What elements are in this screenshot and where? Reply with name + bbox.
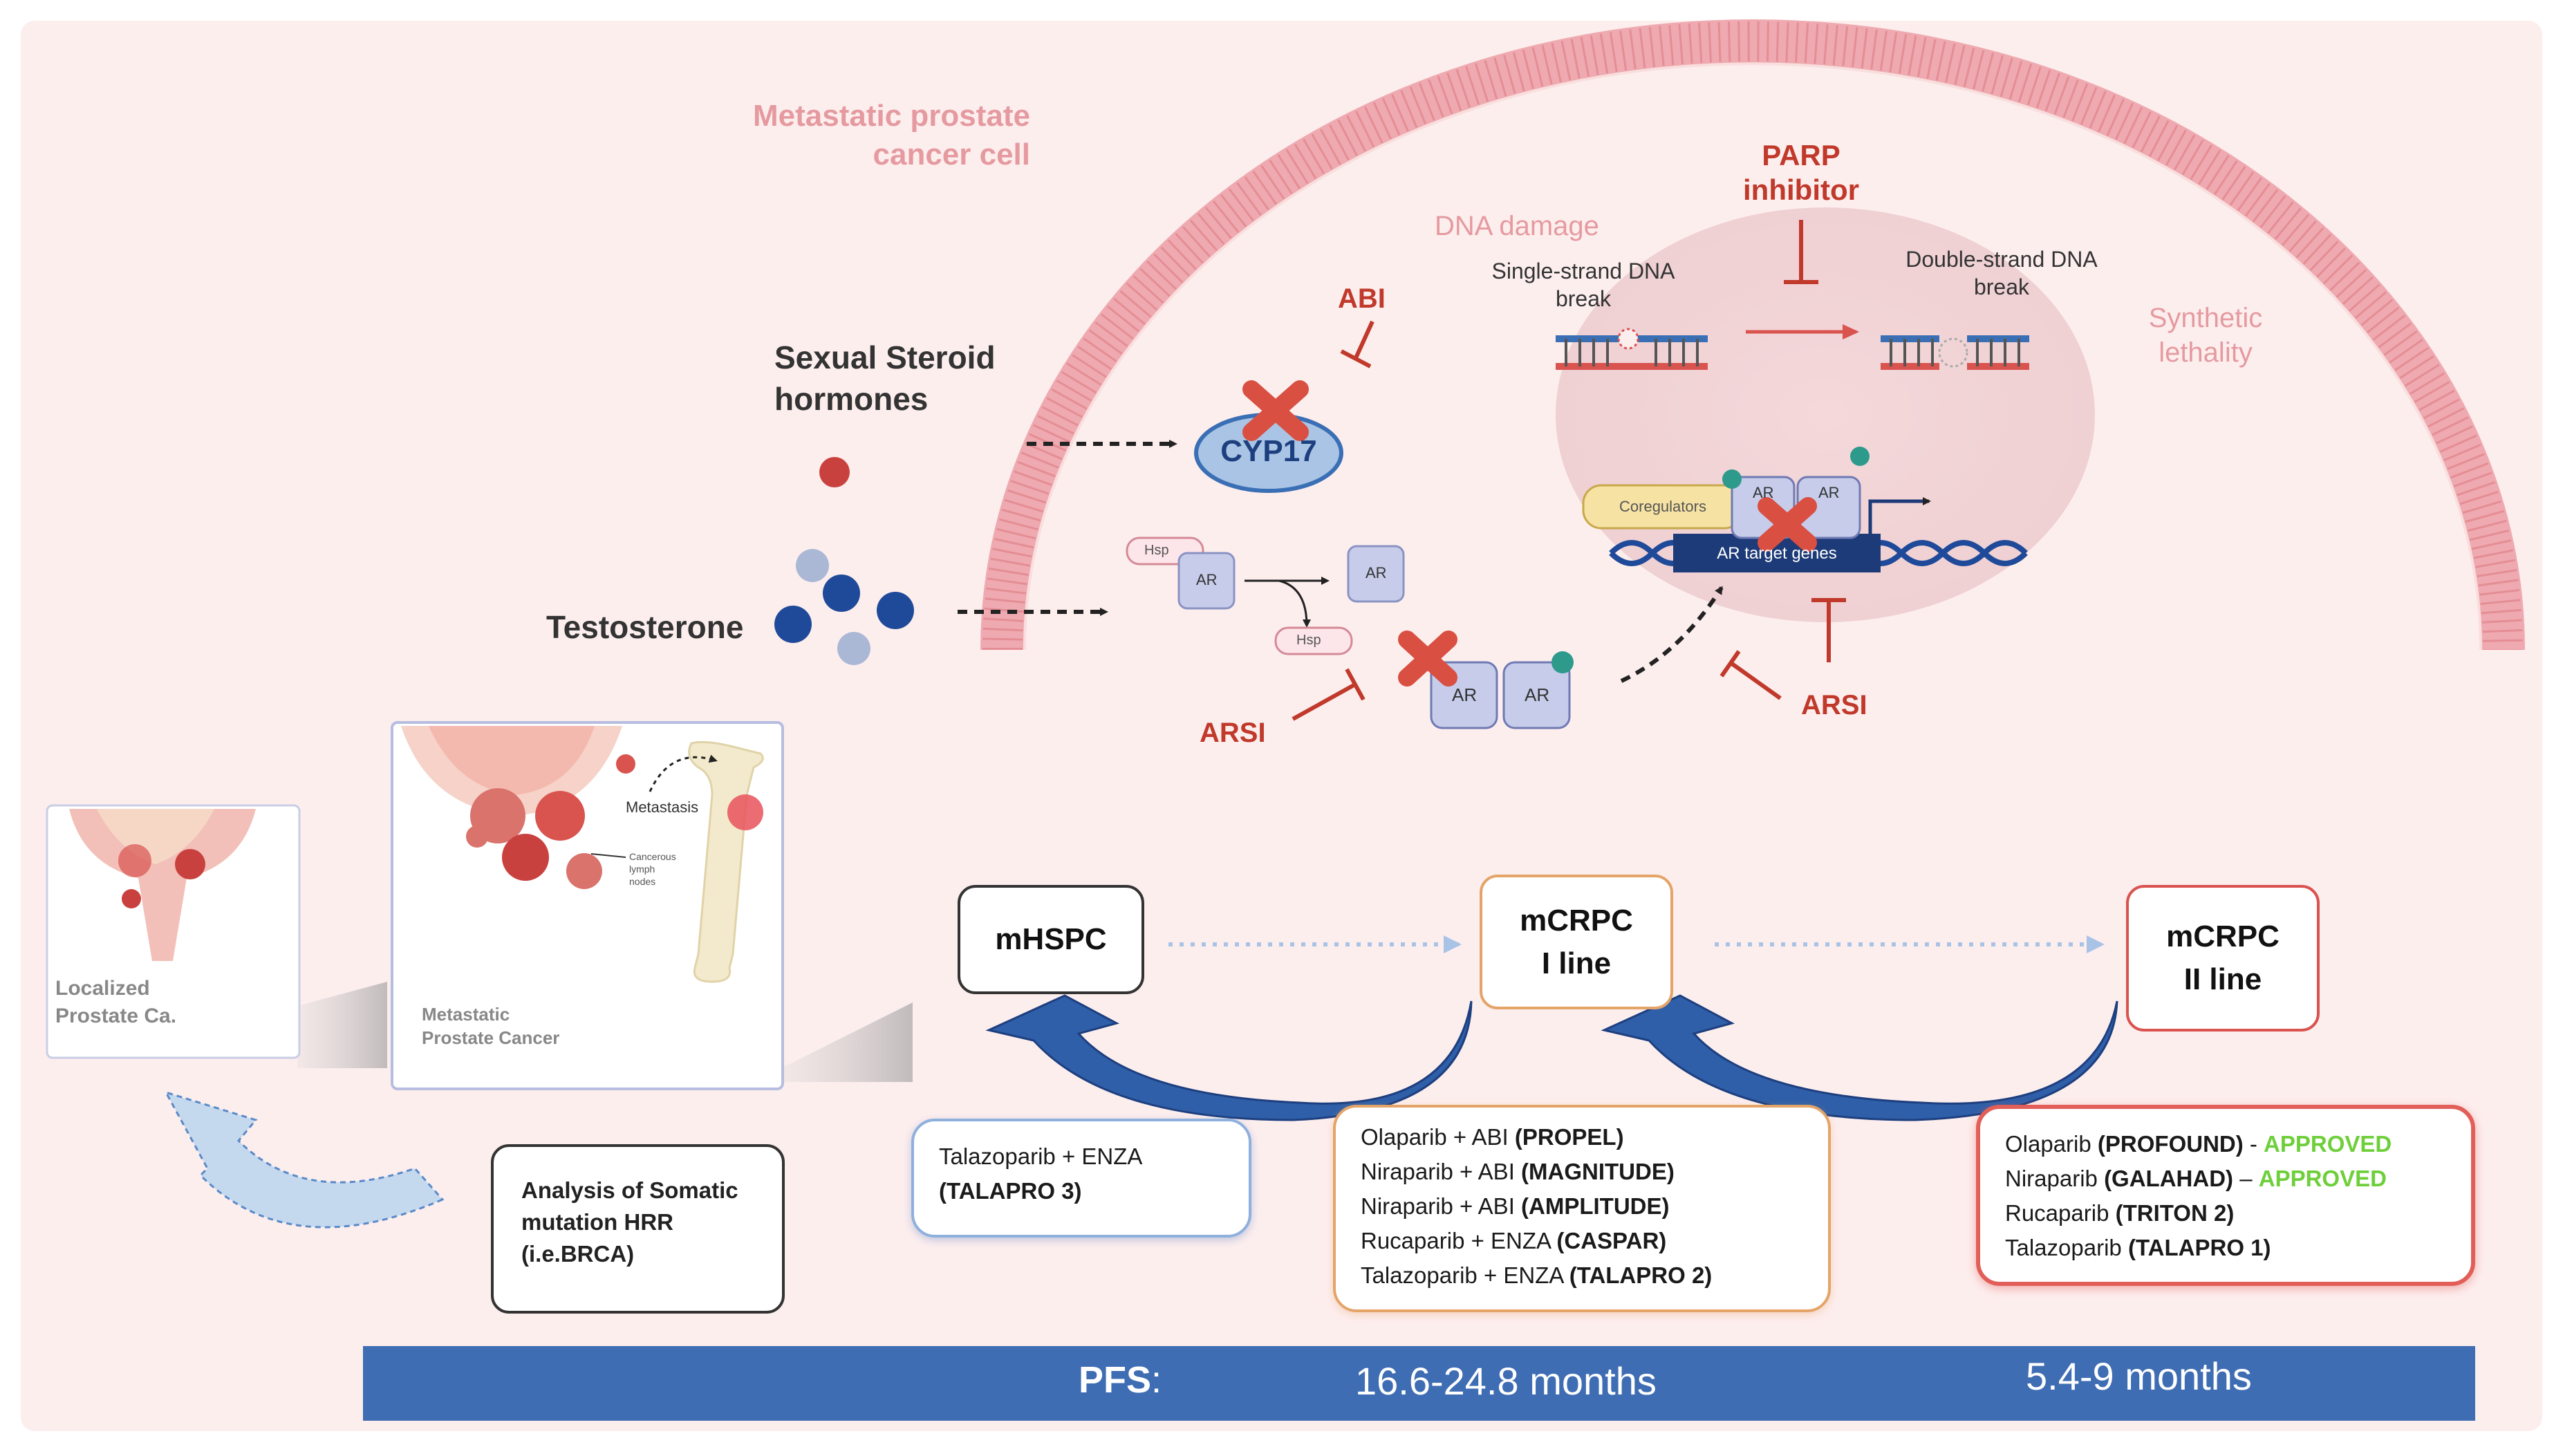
localized-prostate-panel <box>46 804 301 1059</box>
arsi-right-inhibition-bar <box>1719 598 1846 700</box>
sexual-steroid-label: Sexual Steroid hormones <box>774 339 996 417</box>
localized-shadow <box>297 982 387 1068</box>
testosterone-label: Testosterone <box>546 609 744 645</box>
second-line-trials-box: Olaparib (PROFOUND) - APPROVED Niraparib… <box>1976 1105 2475 1286</box>
ar-label-6: AR <box>1818 484 1840 501</box>
approved-badge: APPROVED <box>2264 1131 2392 1157</box>
ssb-dna-icon <box>1556 328 1708 370</box>
trial-row-magnitude: Niraparib + ABI (MAGNITUDE) <box>1361 1159 1675 1184</box>
first-line-trials-box: Olaparib + ABI (PROPEL) Niraparib + ABI … <box>1333 1105 1831 1312</box>
parp-inhibitor-label: PARP inhibitor <box>1743 139 1859 206</box>
pfs-second-line-value: 5.4-9 months <box>2026 1354 2252 1398</box>
mhspc-stage-box: mHSPC <box>958 885 1144 994</box>
synthetic-lethality-label: Synthetic lethality <box>2148 303 2263 368</box>
dna-damage-label: DNA damage <box>1435 211 1599 241</box>
metastatic-shadow <box>781 1002 913 1082</box>
approved-badge: APPROVED <box>2258 1166 2387 1191</box>
trial-row-caspar: Rucaparib + ENZA (CASPAR) <box>1361 1228 1667 1253</box>
trial-row-talapro1: Talazoparib (TALAPRO 1) <box>2005 1235 2271 1260</box>
trial-row-profound: Olaparib (PROFOUND) - APPROVED <box>2005 1131 2392 1157</box>
hsp-label-1: Hsp <box>1144 543 1169 558</box>
trial-row-talapro2: Talazoparib + ENZA (TALAPRO 2) <box>1361 1262 1713 1288</box>
dsb-label: Double-strand DNA break <box>1905 247 2098 299</box>
ar-label-3: AR <box>1452 684 1478 705</box>
ar-hsp-complex <box>1126 536 1405 655</box>
steroid-molecule <box>819 457 850 487</box>
hsp-label-2: Hsp <box>1296 633 1321 648</box>
dsb-dna-icon <box>1881 335 2029 370</box>
pfs-bar <box>363 1346 2475 1421</box>
arsi-left-label: ARSI <box>1200 718 1266 748</box>
metastatic-prostate-panel <box>391 721 784 1090</box>
lymph-nodes-label: Cancerous lymph nodes <box>629 851 676 887</box>
trial-row-propel: Olaparib + ABI (PROPEL) <box>1361 1124 1624 1150</box>
trial-row-amplitude: Niraparib + ABI (AMPLITUDE) <box>1361 1193 1670 1219</box>
trial-row-galahad: Niraparib (GALAHAD) – APPROVED <box>2005 1166 2387 1191</box>
ar-target-genes-label: AR target genes <box>1717 544 1837 563</box>
ar-label-1: AR <box>1196 571 1218 588</box>
cell-membrane <box>980 19 2525 651</box>
analysis-curved-arrow <box>163 1090 445 1229</box>
trial-row-triton2: Rucaparib (TRITON 2) <box>2005 1200 2235 1226</box>
abi-inhibition-bar <box>1340 320 1374 368</box>
ssb-label: Single-strand DNA break <box>1491 259 1675 311</box>
metastasis-label: Metastasis <box>626 799 699 816</box>
ar-label-5: AR <box>1753 484 1774 501</box>
cell-title: Metastatic prostate cancer cell <box>752 99 1030 171</box>
abi-label: ABI <box>1338 283 1386 314</box>
cyp17-block-x <box>1242 380 1309 441</box>
talapro3-trial-box: Talazoparib + ENZA (TALAPRO 3) <box>911 1119 1251 1238</box>
ar-block-x <box>1398 631 1457 687</box>
somatic-analysis-box: Analysis of Somatic mutation HRR (i.e.BR… <box>491 1144 785 1314</box>
ar-dna-binding <box>1582 447 2028 572</box>
pfs-first-line-value: 16.6-24.8 months <box>1355 1359 1657 1403</box>
parp-inhibition-bar <box>1784 220 1818 284</box>
arsi-left-inhibition-bar <box>1292 668 1366 721</box>
localized-label: Localized Prostate Ca. <box>55 977 177 1027</box>
metastatic-cancer-label: Metastatic Prostate Cancer <box>422 1004 560 1048</box>
arrow-ar-to-nucleus <box>1620 586 1724 683</box>
coregulators-label: Coregulators <box>1619 498 1706 515</box>
testosterone-molecules <box>774 549 914 665</box>
arsi-right-label: ARSI <box>1801 690 1867 720</box>
pfs-label: PFS: <box>1079 1359 1162 1401</box>
transcription-block-x <box>1758 497 1817 552</box>
ar-label-2: AR <box>1366 564 1387 581</box>
ar-label-4: AR <box>1525 684 1550 705</box>
cyp17-label: CYP17 <box>1220 434 1317 468</box>
